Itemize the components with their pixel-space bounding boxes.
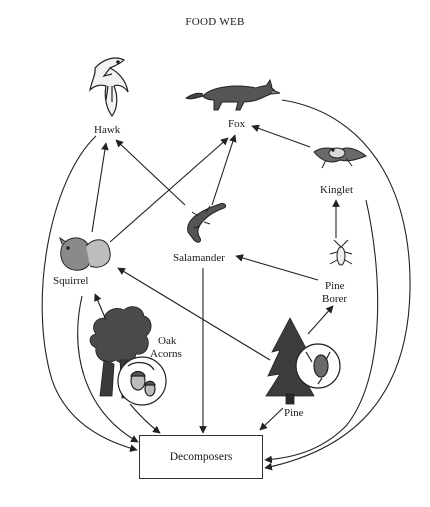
arrow-pineborer-to-salamander bbox=[235, 254, 319, 281]
acorn-inset-illustration bbox=[117, 356, 167, 406]
salamander-label: Salamander bbox=[173, 252, 225, 264]
squirrel-label: Squirrel bbox=[53, 275, 89, 287]
decomposers-label: Decomposers bbox=[169, 451, 233, 463]
arrow-squirrel-to-hawk bbox=[91, 142, 109, 233]
oak-acorns-label-line1: Oak bbox=[158, 335, 177, 347]
arrow-pine-to-squirrel bbox=[117, 267, 271, 361]
kinglet-label: Kinglet bbox=[320, 184, 353, 196]
arrow-pine-to-pineborer bbox=[307, 305, 334, 335]
kinglet-illustration bbox=[313, 147, 367, 169]
fox-label: Fox bbox=[228, 118, 246, 130]
arrow-kinglet-to-fox bbox=[251, 124, 311, 148]
pine-borer-illustration bbox=[329, 239, 353, 266]
arrow-oak-to-decomposers bbox=[129, 403, 161, 434]
arrow-squirrel-to-fox bbox=[109, 137, 229, 243]
food-web-arrows bbox=[41, 99, 411, 471]
pine-cone-inset-illustration bbox=[295, 343, 341, 389]
arrow-fox-to-decomposers bbox=[264, 99, 411, 471]
arrow-hawk-to-decomposers bbox=[41, 135, 138, 452]
hawk-illustration bbox=[89, 57, 129, 118]
arrow-oak-to-squirrel bbox=[94, 293, 107, 321]
arrow-kinglet-to-decomposers bbox=[264, 199, 379, 464]
decomposers-box: Decomposers bbox=[139, 435, 263, 479]
salamander-illustration bbox=[187, 203, 227, 243]
arrow-pine-to-decomposers bbox=[259, 407, 284, 431]
arrow-salamander-to-hawk bbox=[115, 139, 186, 206]
pine-label: Pine bbox=[284, 407, 304, 419]
fox-illustration bbox=[185, 78, 281, 111]
arrow-squirrel-to-decomposers bbox=[77, 295, 139, 443]
arrow-salamander-to-fox bbox=[211, 134, 237, 206]
squirrel-illustration bbox=[59, 236, 111, 271]
pine-borer-label-line1: Pine bbox=[325, 280, 345, 292]
diagram-title: FOOD WEB bbox=[185, 16, 245, 28]
pine-borer-label-line2: Borer bbox=[322, 293, 348, 305]
hawk-label: Hawk bbox=[94, 124, 121, 136]
oak-acorns-label-line2: Acorns bbox=[150, 348, 182, 360]
